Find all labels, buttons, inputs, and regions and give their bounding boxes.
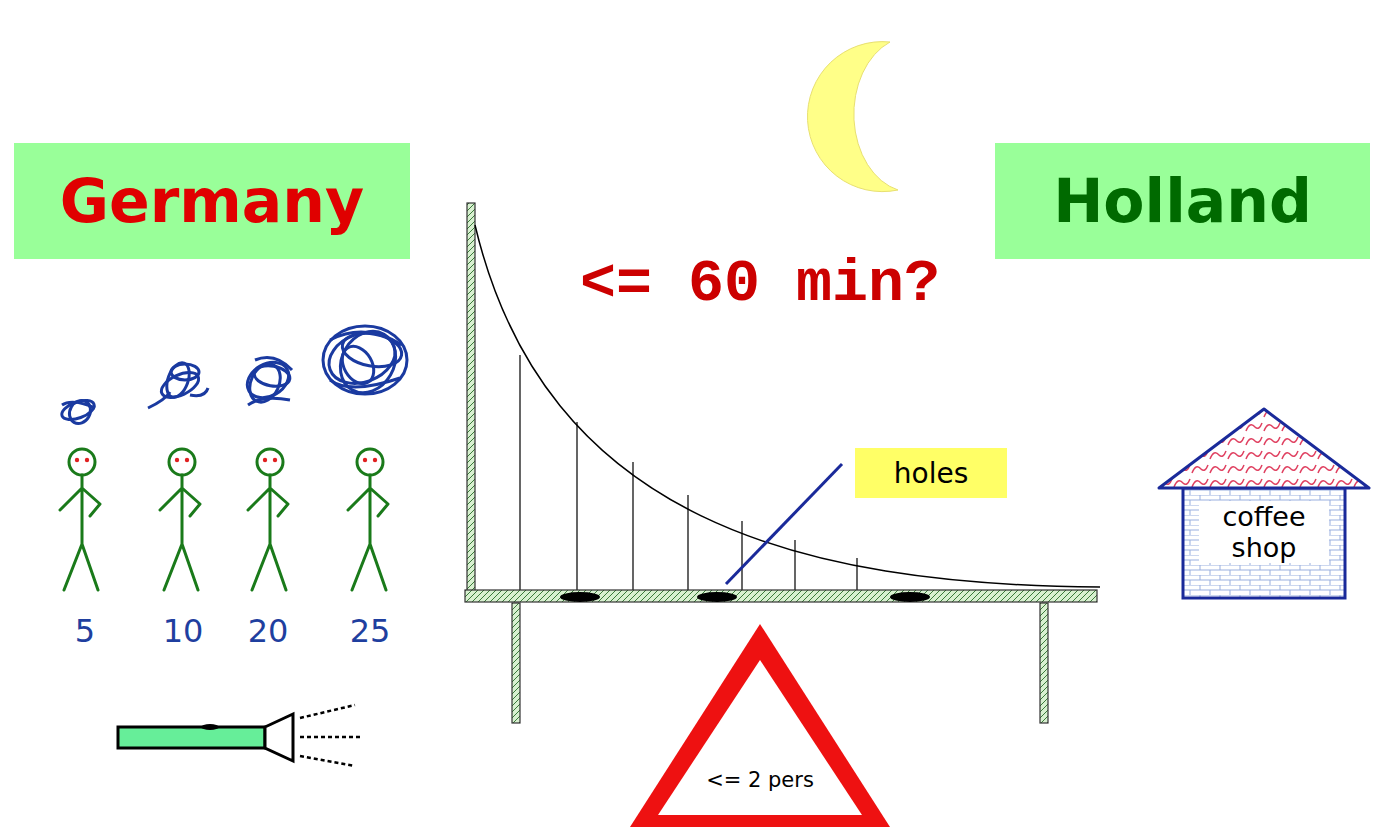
warning-sign-outline (628, 622, 892, 829)
country-box: Germany (14, 143, 410, 259)
moon (807, 42, 898, 192)
node-text: Germany (60, 166, 364, 236)
persons (60, 449, 388, 590)
coffee-shop-house: coffee shop (1155, 405, 1373, 600)
callout-box: holes (855, 448, 1007, 498)
node-text: Holland (1053, 166, 1312, 236)
node-text: <= 2 pers (628, 768, 892, 792)
leader-line (726, 464, 842, 584)
text-holder: coffee shop (1199, 501, 1329, 563)
crossing-time: 20 (248, 612, 289, 650)
crossing-time: 10 (163, 612, 204, 650)
country-box: Holland (995, 143, 1370, 259)
question-text: <= 60 min? (580, 250, 940, 318)
hair-scribbles (59, 321, 407, 427)
crossing-time: 5 (75, 612, 95, 650)
text-holder: <= 2 pers (628, 768, 892, 792)
warning-sign: <= 2 pers (628, 622, 892, 829)
node-text: coffee shop (1199, 501, 1329, 563)
bridge (465, 203, 1100, 723)
flashlight (118, 705, 360, 766)
node-text: holes (894, 457, 968, 490)
crossing-time: 25 (350, 612, 391, 650)
